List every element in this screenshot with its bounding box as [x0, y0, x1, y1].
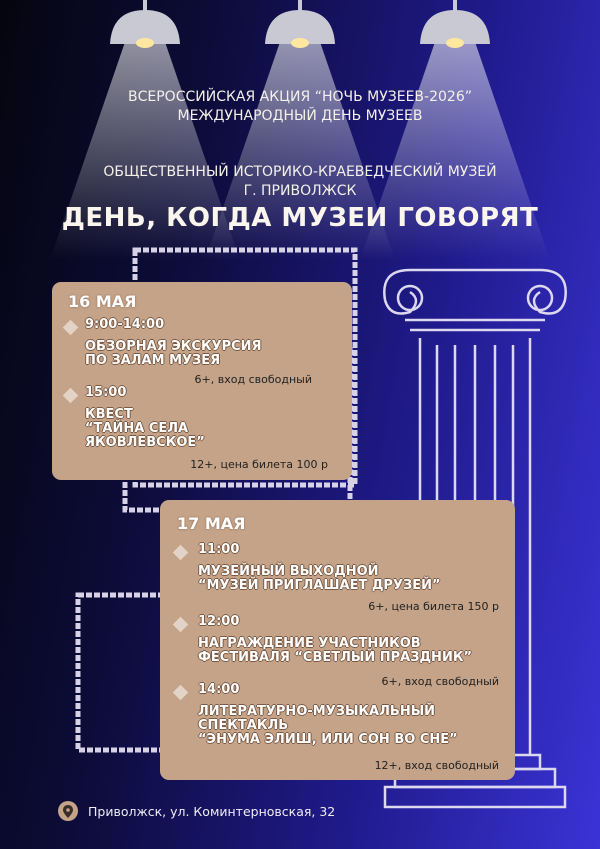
- event-name: ОБЗОРНАЯ ЭКСКУРСИЯ ПО ЗАЛАМ МУЗЕЯ: [85, 339, 262, 368]
- lamp-icons: [110, 0, 490, 48]
- event-name: НАГРАЖДЕНИЕ УЧАСТНИКОВ ФЕСТИВАЛЯ “СВЕТЛЫ…: [198, 636, 472, 665]
- event-time: 11:00: [198, 542, 240, 557]
- event-time: 14:00: [198, 682, 240, 697]
- museum-header: ОБЩЕСТВЕННЫЙ ИСТОРИКО-КРАЕВЕДЧЕСКИЙ МУЗЕ…: [0, 163, 600, 201]
- event-time: 9:00-14:00: [85, 317, 165, 332]
- address: Приволжск, ул. Коминтерновская, 32: [58, 801, 335, 821]
- diamond-icon: [172, 684, 189, 701]
- address-text: Приволжск, ул. Коминтерновская, 32: [88, 803, 336, 819]
- page-title: ДЕНЬ, КОГДА МУЗЕИ ГОВОРЯТ: [61, 203, 539, 233]
- museum-name: ОБЩЕСТВЕННЫЙ ИСТОРИКО-КРАЕВЕДЧЕСКИЙ МУЗЕ…: [103, 164, 497, 180]
- day-card-16: 16 МАЯ 9:00-14:00 ОБЗОРНАЯ ЭКСКУРСИЯ ПО …: [52, 282, 352, 480]
- event-time: 15:00: [85, 385, 127, 400]
- light-cones: [50, 42, 550, 260]
- header-line1: ВСЕРОССИЙСКАЯ АКЦИЯ “НОЧЬ МУЗЕЕВ-2026”: [128, 89, 472, 105]
- diamond-icon: [172, 616, 189, 633]
- day-date: 16 МАЯ: [68, 292, 137, 311]
- event-name: КВЕСТ “ТАЙНА СЕЛА ЯКОВЛЕВСКОЕ”: [85, 407, 205, 450]
- event-name: МУЗЕЙНЫЙ ВЫХОДНОЙ “МУЗЕЙ ПРИГЛАШАЕТ ДРУЗ…: [198, 564, 441, 593]
- event-note: 6+, вход свободный: [194, 373, 312, 386]
- event-note: 12+, цена билета 100 р: [190, 458, 328, 471]
- event-name: ЛИТЕРАТУРНО-МУЗЫКАЛЬНЫЙ СПЕКТАКЛЬ “ЭНУМА…: [198, 704, 458, 747]
- event-time: 12:00: [198, 614, 240, 629]
- header-line2: МЕЖДУНАРОДНЫЙ ДЕНЬ МУЗЕЕВ: [177, 108, 423, 124]
- diamond-icon: [62, 387, 79, 404]
- diamond-icon: [172, 544, 189, 561]
- city: Г. ПРИВОЛЖСК: [243, 183, 357, 199]
- event-note: 6+, цена билета 150 р: [368, 600, 499, 613]
- event-note: 6+, вход свободный: [381, 675, 499, 688]
- location-pin-icon: [58, 801, 78, 821]
- event-note: 12+, вход свободный: [374, 759, 499, 772]
- event-header: ВСЕРОССИЙСКАЯ АКЦИЯ “НОЧЬ МУЗЕЕВ-2026” М…: [0, 88, 600, 126]
- diamond-icon: [62, 319, 79, 336]
- day-card-17: 17 МАЯ 11:00 МУЗЕЙНЫЙ ВЫХОДНОЙ “МУЗЕЙ ПР…: [160, 500, 515, 780]
- day-date: 17 МАЯ: [177, 514, 246, 533]
